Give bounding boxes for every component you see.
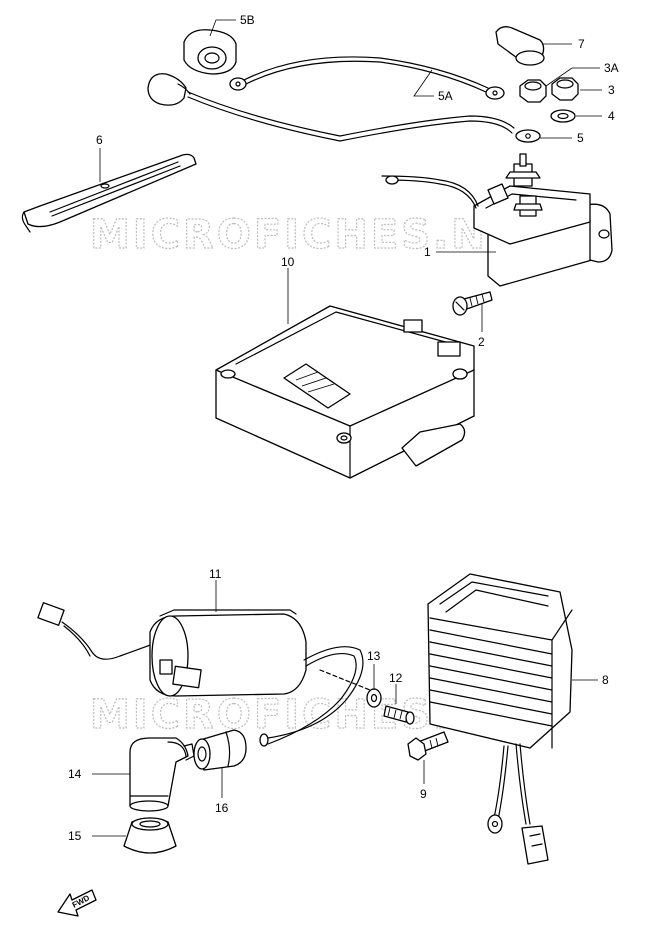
callout-11: 11 [209,567,222,581]
callout-14: 14 [68,767,82,781]
part-8-regulator-rectifier [427,573,573,865]
part-2-screw [452,291,493,316]
callout-1: 1 [424,245,431,259]
watermark-top: MICROFICHES.NET [90,212,548,258]
part-1-starter-relay [381,153,613,287]
part-5-cable [147,73,541,143]
part-5b-terminal-cap [183,29,237,75]
callout-7: 7 [578,37,585,51]
callout-3a: 3A [604,61,619,75]
part-10-control-unit [215,305,475,479]
callout-2: 2 [478,335,485,349]
callout-labels: 5B 7 3A 3 4 5 5A 6 1 2 10 8 9 11 13 12 1… [68,13,619,843]
callout-6: 6 [96,133,103,147]
part-4-washer [550,109,576,123]
part-11-ignition-coil [37,602,371,747]
fwd-arrow: FWD [57,889,97,917]
part-6-strap [21,153,197,233]
leader-lines [92,19,602,837]
callout-5: 5 [577,131,584,145]
part-7-cap [495,26,545,66]
part-13-washer [366,688,382,708]
callout-16: 16 [215,801,229,815]
part-3a-nut [519,79,547,103]
part-16-sleeve [193,729,247,771]
part-3-nut [551,77,579,101]
callout-12: 12 [389,671,403,685]
callout-3: 3 [608,83,615,97]
part-14-plug-cap [129,737,195,812]
part-12-bolt [383,705,415,725]
part-5a-cable [229,56,505,100]
callout-13: 13 [367,649,381,663]
callout-9: 9 [420,787,427,801]
callout-5a: 5A [438,89,453,103]
callout-5b: 5B [240,13,255,27]
callout-10: 10 [281,255,295,269]
callout-4: 4 [608,109,615,123]
part-9-bolt [407,731,449,761]
callout-15: 15 [68,829,82,843]
part-15-cover [123,817,177,854]
callout-8: 8 [602,673,609,687]
